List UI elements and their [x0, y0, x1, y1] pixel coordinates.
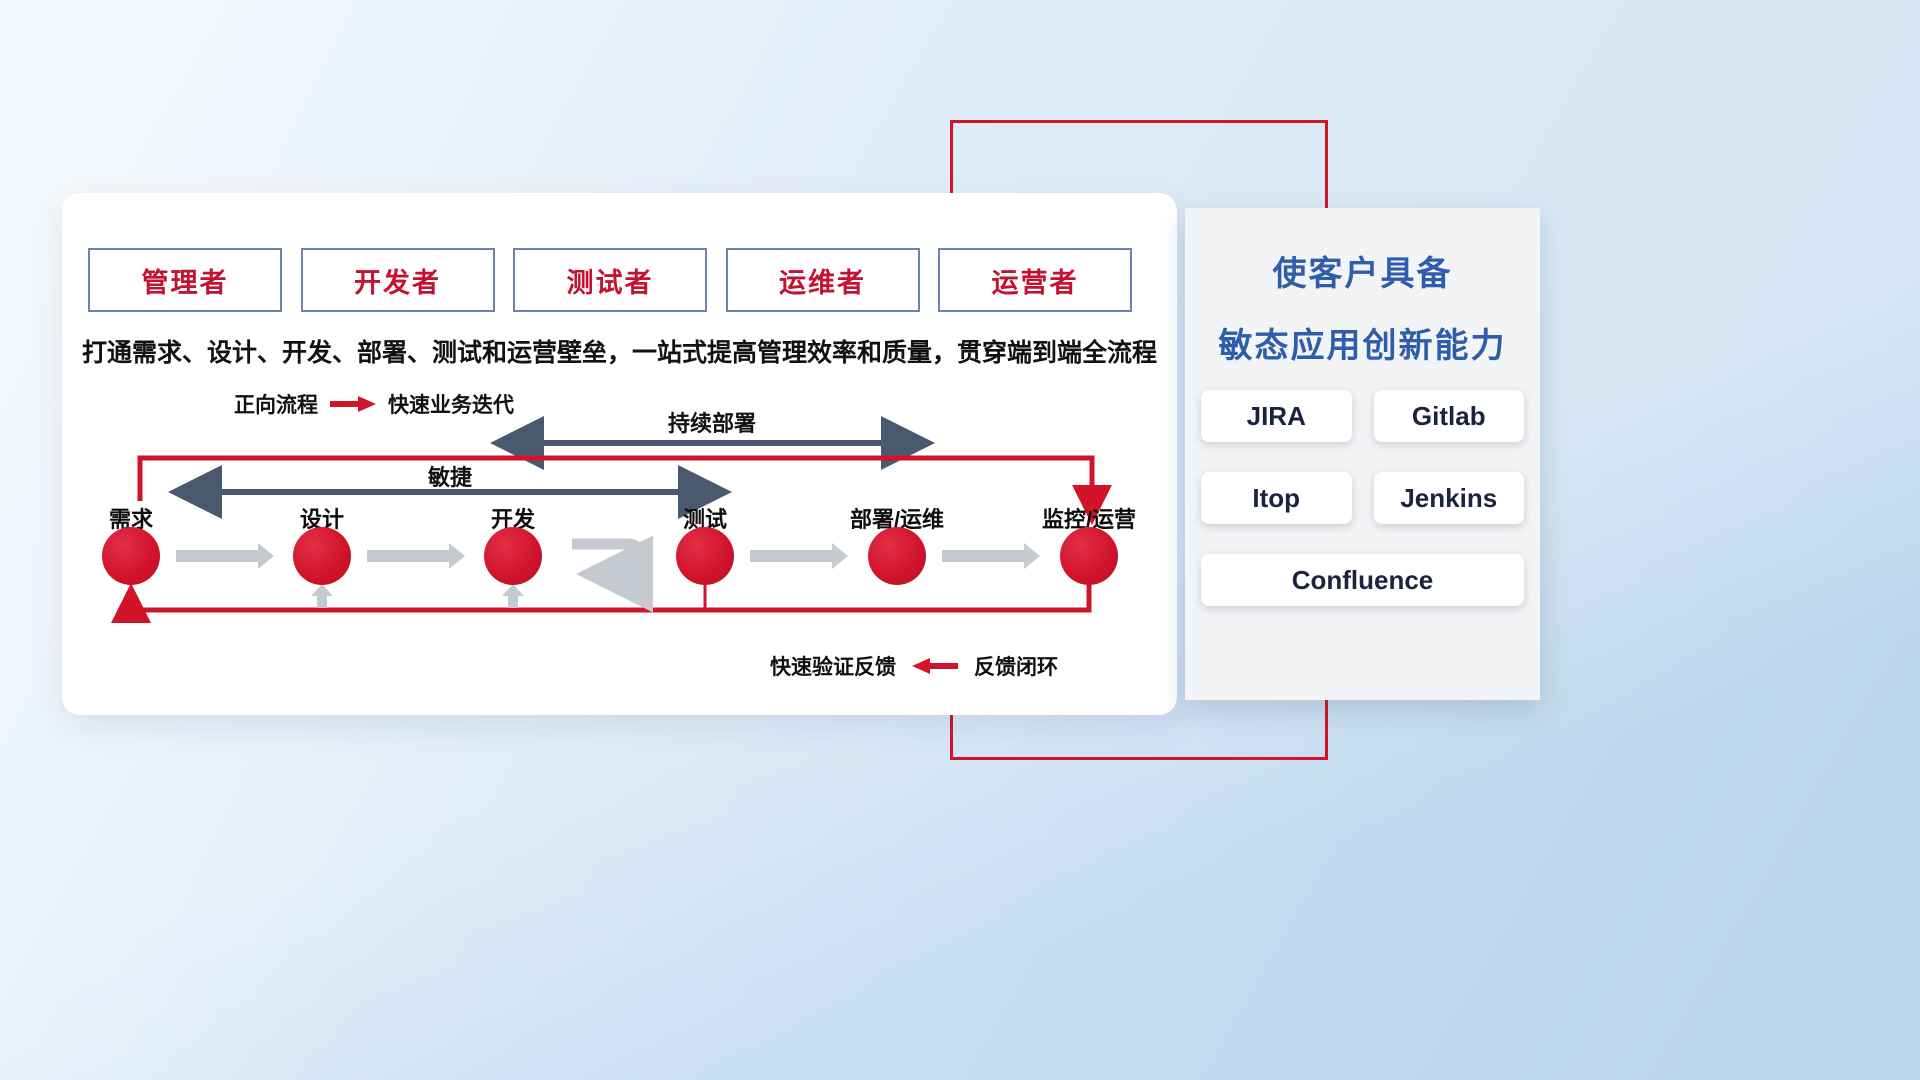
tool-box-jenkins: Jenkins — [1373, 472, 1524, 524]
flow-arrow-req-design — [176, 543, 274, 569]
legend-feedback-label: 反馈闭环 — [974, 656, 1058, 679]
flow-diagram-graphics — [111, 416, 1112, 623]
tool-box-confluence: Confluence — [1201, 554, 1524, 606]
role-box-ops: 运维者 — [725, 248, 920, 312]
flow-arrow-design-dev — [367, 543, 465, 569]
iteration-loop-arrow — [572, 535, 653, 613]
continuous-deployment-label: 持续部署 — [667, 411, 756, 436]
legend-feedback-value: 快速验证反馈 — [770, 656, 896, 679]
card-subtitle: 打通需求、设计、开发、部署、测试和运营壁垒，一站式提高管理效率和质量，贯穿端到端… — [81, 339, 1157, 367]
stage-circle-monitor-operations — [1060, 527, 1118, 585]
agile-label: 敏捷 — [427, 465, 472, 490]
flow-arrow-test-deploy — [750, 543, 848, 569]
feedback-arrow-icon — [912, 658, 958, 674]
panel-title-line1: 使客户具备 — [1272, 255, 1453, 293]
feedback-up-arrow-design — [311, 584, 333, 608]
legend-feedback-loop: 快速验证反馈 反馈闭环 — [770, 651, 1058, 681]
tool-box-jira: JIRA — [1201, 390, 1352, 442]
feedback-loop-line — [111, 583, 1092, 623]
feedback-up-arrow-development — [502, 584, 524, 608]
roles-row: 管理者 开发者 测试者 运维者 运营者 — [88, 248, 1132, 312]
flow-arrow-deploy-monitor — [942, 543, 1040, 569]
devops-flow-card: 管理者 开发者 测试者 运维者 运营者 打通需求、设计、开发、部署、测试和运营壁… — [62, 193, 1177, 715]
forward-flow-loop-line — [137, 455, 1112, 525]
role-box-tester: 测试者 — [513, 248, 707, 312]
stage-circle-testing — [676, 527, 734, 585]
capability-panel: 使客户具备 敏态应用创新能力 JIRA Gitlab Itop Jenkins … — [1185, 208, 1540, 700]
tool-box-itop: Itop — [1201, 472, 1352, 524]
panel-title-line2: 敏态应用创新能力 — [1218, 327, 1507, 365]
forward-arrow-icon — [330, 396, 376, 412]
stage-circle-requirements — [102, 527, 160, 585]
legend-forward-label: 正向流程 — [234, 394, 318, 417]
role-box-manager: 管理者 — [88, 248, 282, 312]
stage-circle-development — [484, 527, 542, 585]
legend-forward-value: 快速业务迭代 — [388, 394, 514, 417]
tool-box-gitlab: Gitlab — [1373, 390, 1524, 442]
stage-circle-deploy-ops — [868, 527, 926, 585]
legend-forward-flow: 正向流程 快速业务迭代 — [234, 389, 514, 419]
stage-circle-design — [293, 527, 351, 585]
role-box-operator: 运营者 — [938, 248, 1132, 312]
role-box-developer: 开发者 — [300, 248, 495, 312]
tools-grid: JIRA Gitlab Itop Jenkins Confluence — [1201, 390, 1524, 606]
